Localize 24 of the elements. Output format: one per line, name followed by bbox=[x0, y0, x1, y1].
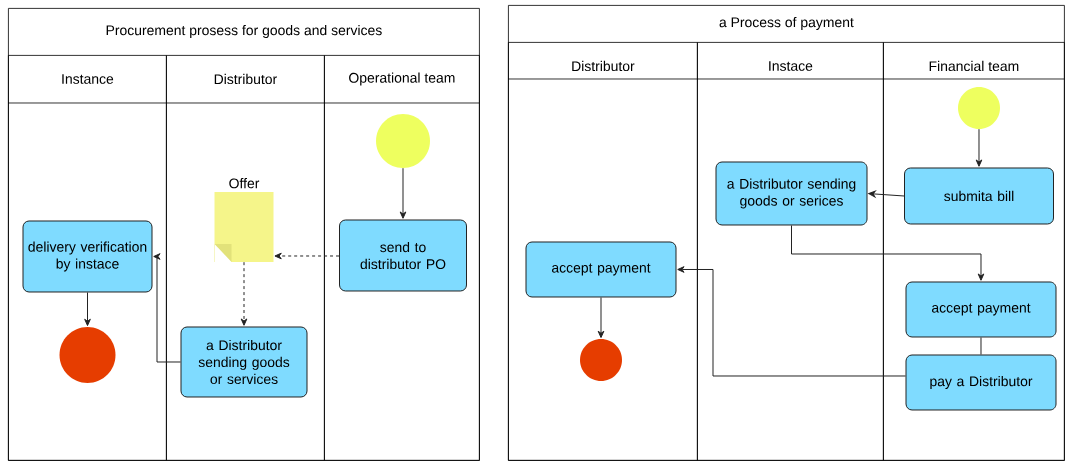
arrow bbox=[677, 266, 906, 377]
arrow bbox=[597, 297, 605, 339]
connector-line bbox=[980, 337, 982, 355]
activity-box: a Distributor sending goods or serices bbox=[715, 161, 868, 226]
start-circle bbox=[958, 87, 1000, 129]
activity-box: delivery verification by instace bbox=[22, 220, 153, 293]
arrow bbox=[240, 261, 248, 326]
activity-box: accept payment bbox=[525, 241, 677, 298]
arrow bbox=[153, 253, 181, 363]
activity-box: a Distributor sending goods or services bbox=[180, 326, 308, 398]
arrow bbox=[791, 225, 985, 281]
arrow bbox=[868, 190, 905, 198]
activity-box: submita bill bbox=[904, 167, 1054, 225]
sticky-note: Offer bbox=[214, 178, 274, 262]
activity-box: pay a Distributor bbox=[905, 354, 1057, 411]
arrow bbox=[84, 292, 91, 327]
end-circle bbox=[59, 327, 116, 383]
arrow bbox=[399, 167, 407, 219]
end-circle bbox=[580, 339, 622, 381]
arrow bbox=[975, 128, 983, 167]
activity-box: send to distributor PO bbox=[339, 219, 467, 292]
arrow bbox=[274, 252, 340, 260]
start-circle bbox=[376, 114, 430, 168]
activity-box: accept payment bbox=[905, 281, 1057, 338]
